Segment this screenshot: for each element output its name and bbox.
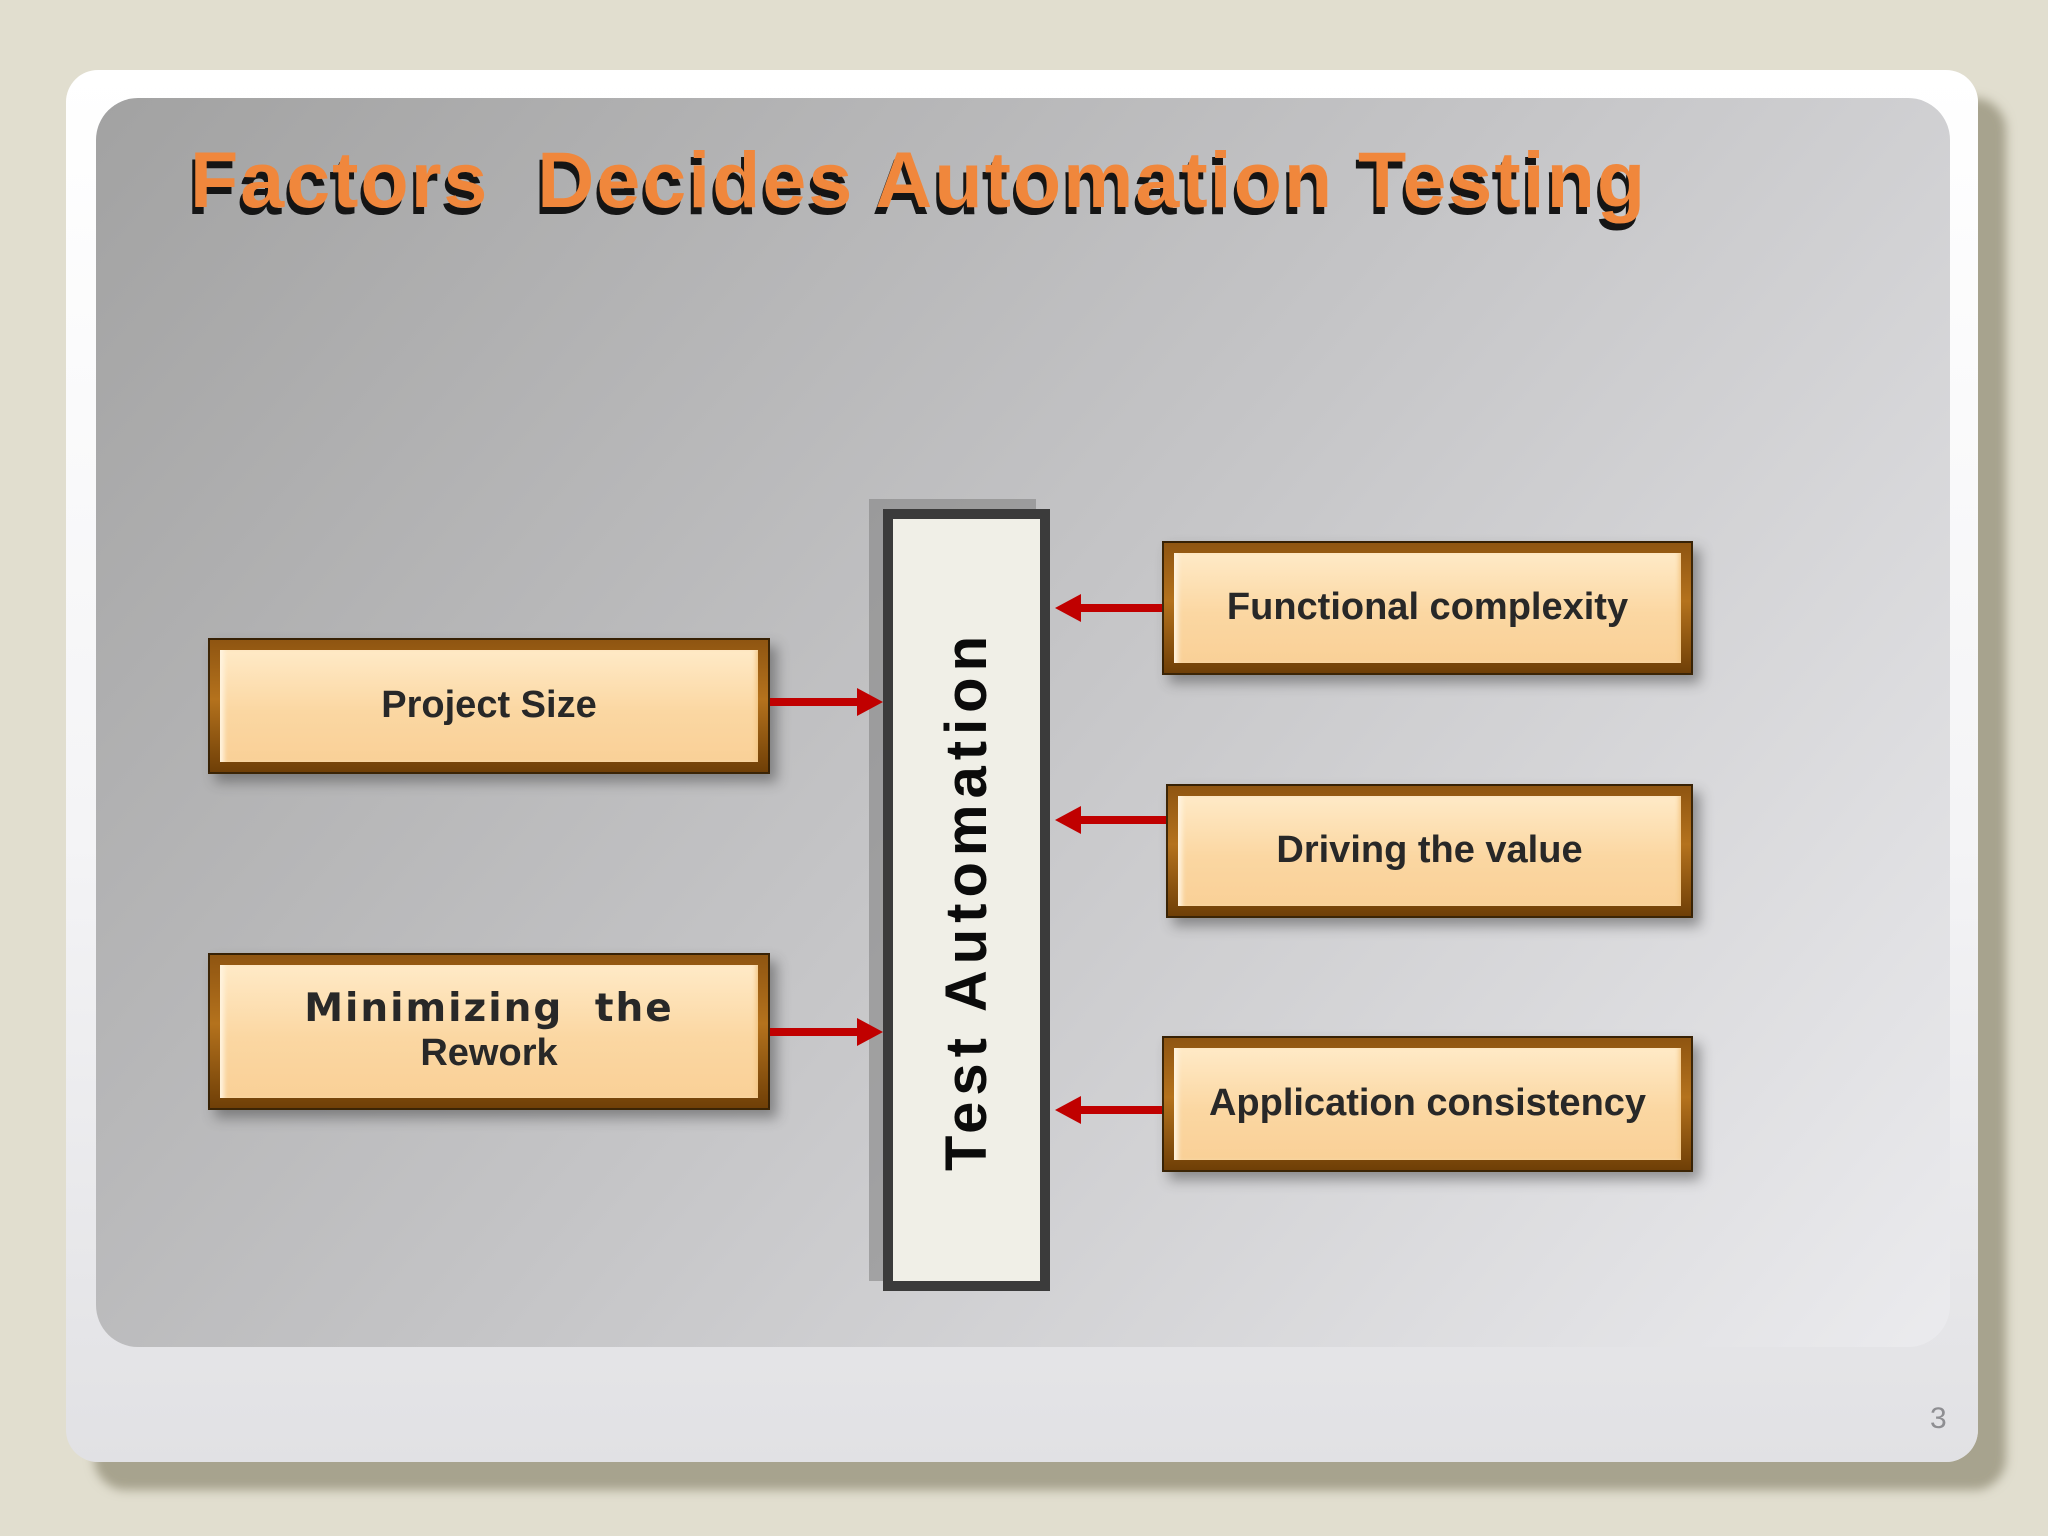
factor-label-line1: Minimizing the [304, 986, 674, 1032]
arrow-line-application-consistency [1081, 1106, 1162, 1114]
red-arrow-left-icon [1055, 594, 1081, 622]
red-arrow-left-icon [1055, 806, 1081, 834]
slide-title: Factors Decides Automation Testing [190, 135, 1648, 224]
factor-label: Project Size [220, 650, 758, 762]
factor-label: Application consistency [1174, 1048, 1681, 1160]
arrow-line-driving-the-value [1081, 816, 1166, 824]
arrow-line-project-size [770, 698, 857, 706]
factor-box-project-size: Project Size [208, 638, 770, 774]
factor-box-minimizing-rework: Minimizing the Rework [208, 953, 770, 1110]
red-arrow-right-icon [857, 688, 883, 716]
red-arrow-left-icon [1055, 1096, 1081, 1124]
test-automation-label: Test Automation [934, 629, 999, 1171]
page-number: 3 [1930, 1402, 1947, 1435]
test-automation-node: Test Automation [883, 509, 1050, 1291]
factor-box-driving-the-value: Driving the value [1166, 784, 1693, 918]
red-arrow-right-icon [857, 1018, 883, 1046]
factor-label: Driving the value [1178, 796, 1681, 906]
factor-label-line2: Rework [420, 1032, 558, 1075]
factor-label: Functional complexity [1174, 553, 1681, 663]
factor-box-functional-complexity: Functional complexity [1162, 541, 1693, 675]
arrow-line-functional-complexity [1081, 604, 1162, 612]
slide: Factors Decides Automation Testing Test … [66, 70, 1978, 1462]
factor-box-application-consistency: Application consistency [1162, 1036, 1693, 1172]
factor-label: Minimizing the Rework [220, 965, 758, 1098]
arrow-line-minimizing-rework [770, 1028, 857, 1036]
